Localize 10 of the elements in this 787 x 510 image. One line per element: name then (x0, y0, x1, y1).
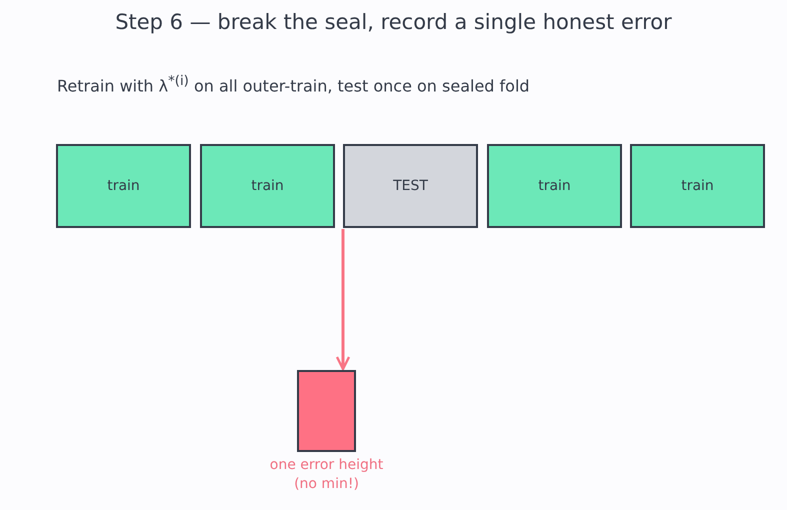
train-fold-box: train (200, 144, 335, 228)
diagram-title: Step 6 — break the seal, record a single honest error (114, 10, 673, 34)
subtitle: Retrain with λ$^{*(i)}$ on all outer-train, test once on sealed fold (57, 74, 530, 96)
train-fold-box: train (487, 144, 622, 228)
train-fold-box: train (56, 144, 191, 228)
bar-caption: one error height (no min!) (268, 456, 384, 494)
test-fold-box: TEST (343, 144, 478, 228)
train-fold-box: train (630, 144, 765, 228)
error-bar (297, 370, 356, 452)
arrow (336, 229, 350, 370)
